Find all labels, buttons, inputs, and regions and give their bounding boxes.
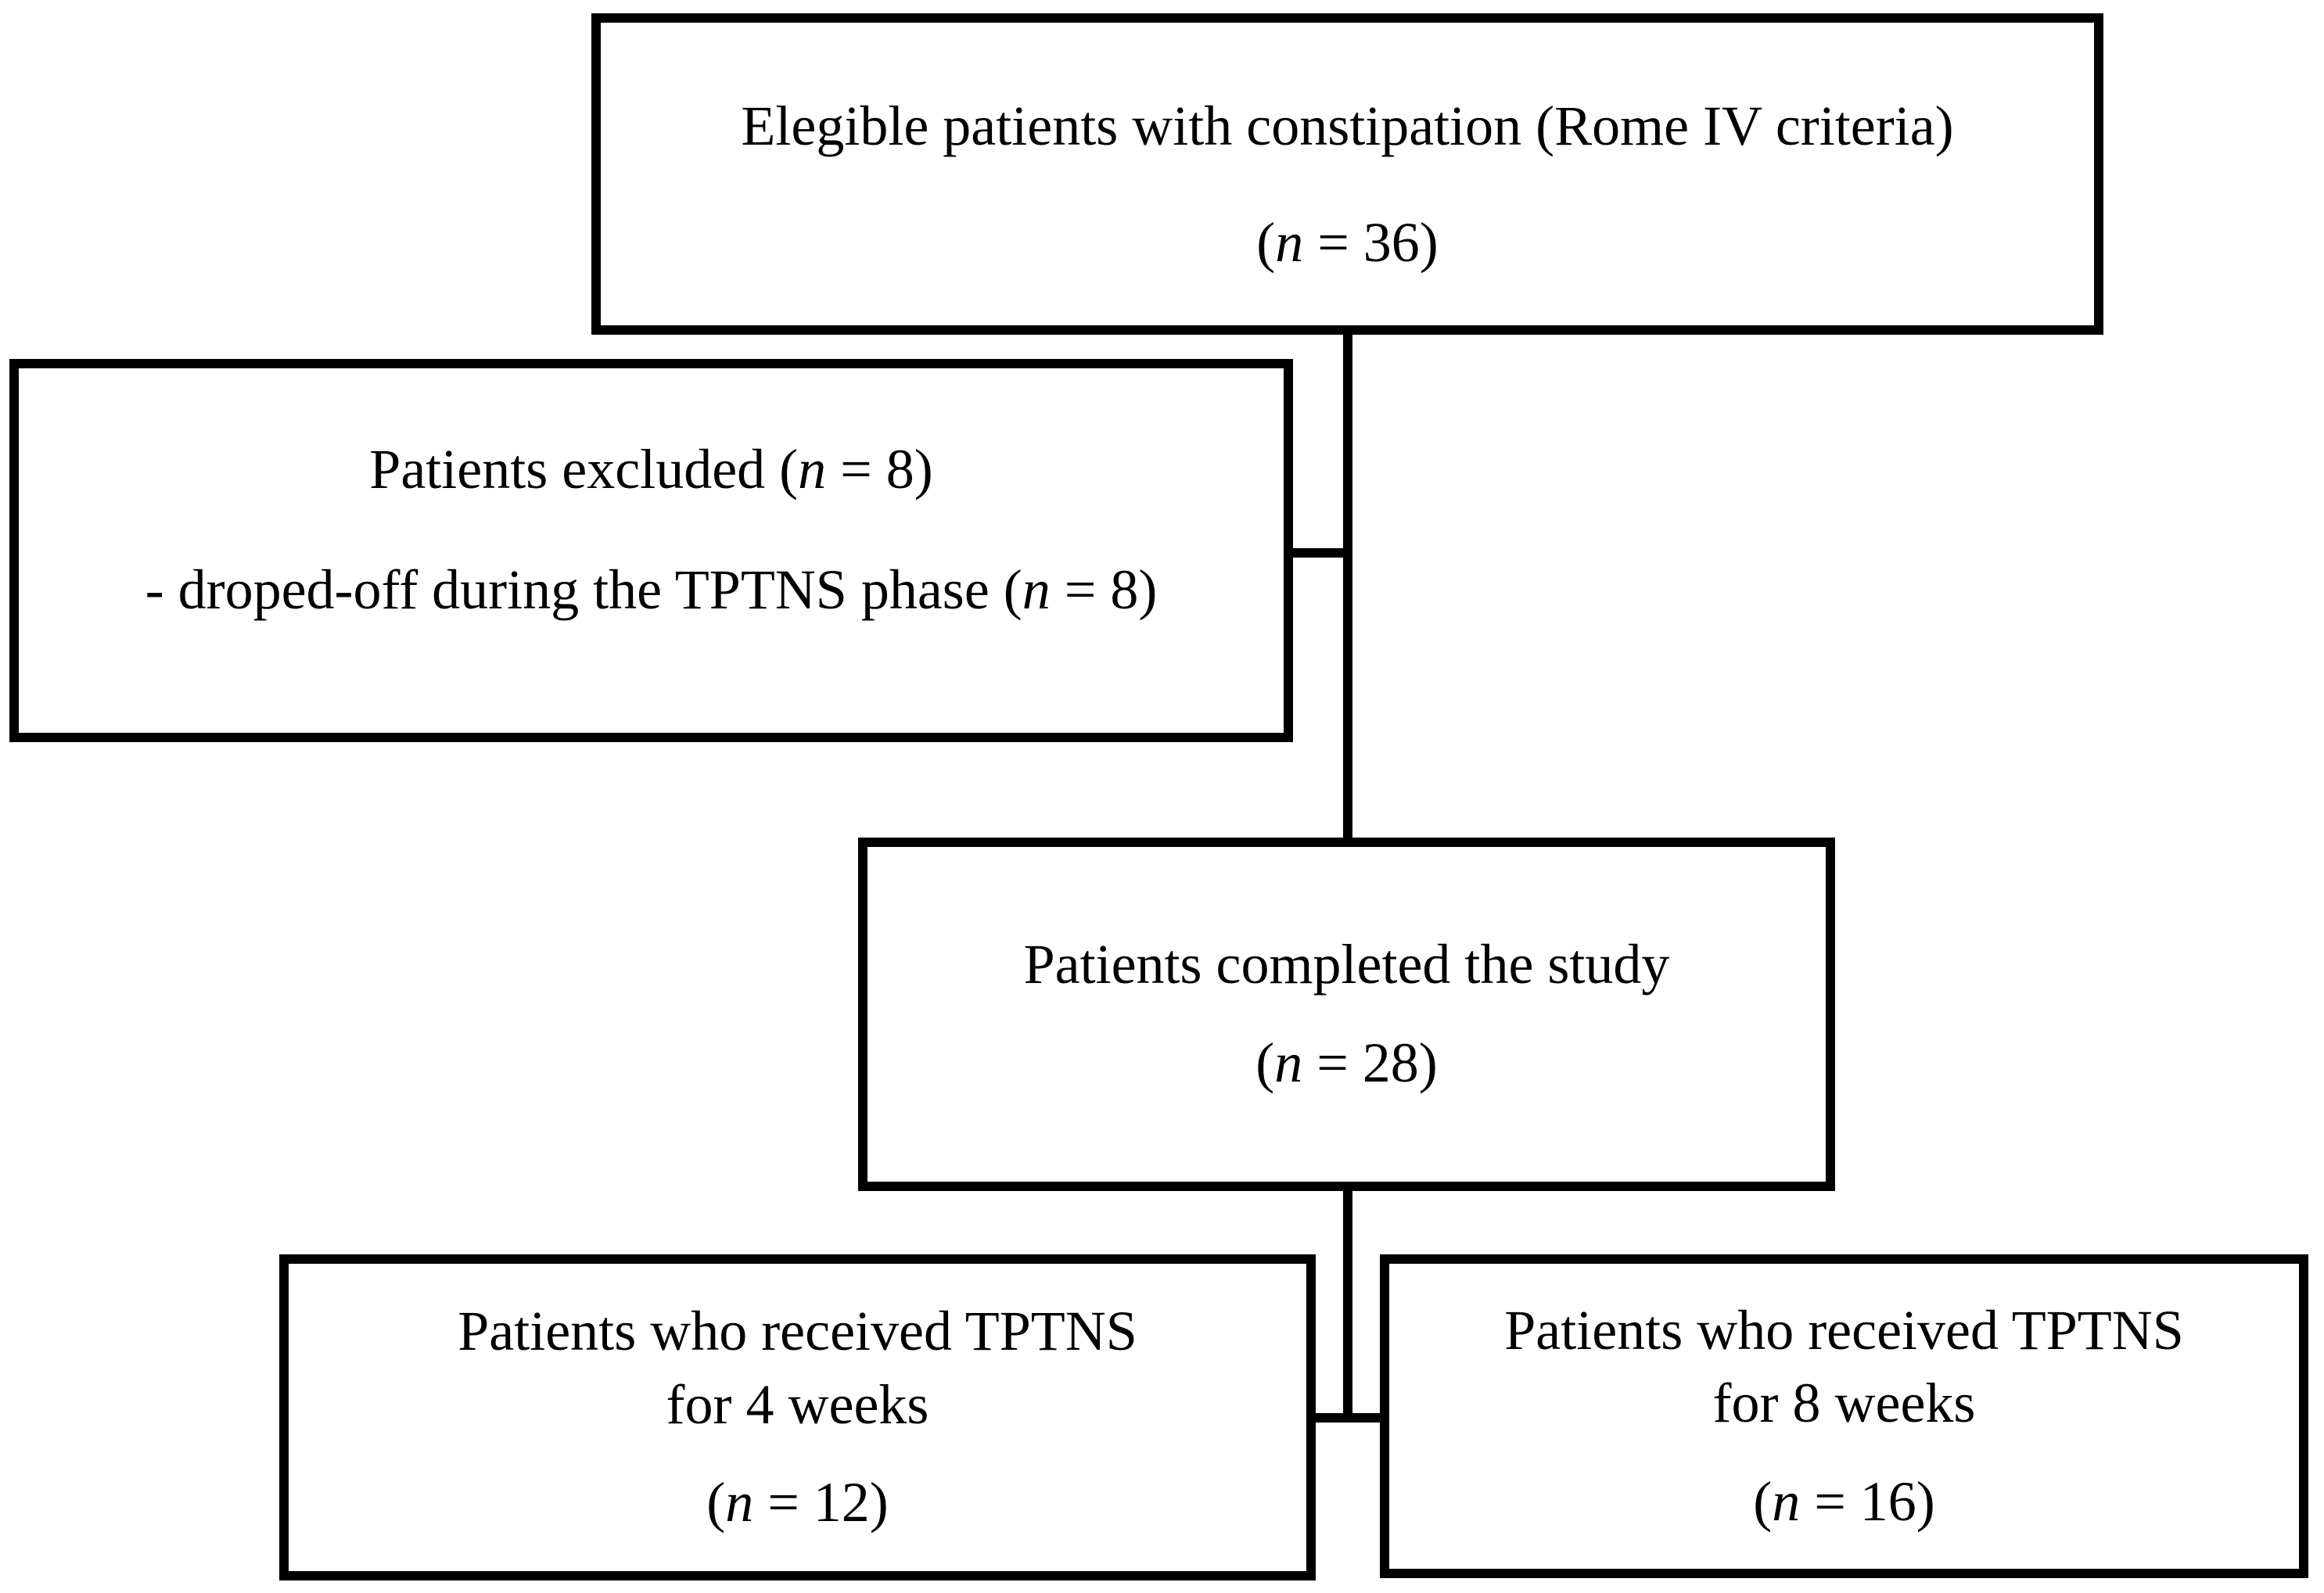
excluded-reason-text: - droped-off during the TPTNS phase ( <box>145 558 1022 621</box>
eligible-count-open: ( <box>1256 211 1276 274</box>
box-eligible-patients: Elegible patients with constipation (Rom… <box>591 13 2103 335</box>
tptns8-count-open: ( <box>1753 1469 1773 1533</box>
box-tptns-4-weeks: Patients who received TPTNS for 4 weeks … <box>279 1254 1316 1580</box>
completed-title: Patients completed the study <box>1023 933 1670 996</box>
tptns4-count-open: ( <box>706 1471 726 1534</box>
excluded-title-value: = 8) <box>826 438 933 501</box>
excluded-title-text: Patients excluded ( <box>369 438 799 501</box>
n-symbol: n <box>1022 558 1051 621</box>
eligible-count: (n = 36) <box>1256 206 1439 280</box>
tptns8-duration: for 8 weeks <box>1712 1372 1976 1435</box>
eligible-title: Elegible patients with constipation (Rom… <box>741 95 1954 158</box>
n-symbol: n <box>725 1471 754 1534</box>
tptns4-count-value: = 12) <box>753 1471 889 1534</box>
completed-count-open: ( <box>1255 1032 1275 1094</box>
tptns8-count: (n = 16) <box>1753 1466 1935 1539</box>
connector-completed-to-groups <box>1343 1191 1352 1423</box>
completed-count-value: = 28) <box>1302 1032 1438 1094</box>
connector-eligible-to-completed <box>1343 335 1352 838</box>
tptns8-count-value: = 16) <box>1800 1469 1935 1533</box>
connector-groups-branch <box>1309 1413 1386 1423</box>
n-symbol: n <box>1772 1469 1801 1533</box>
completed-count: (n = 28) <box>1255 1027 1438 1100</box>
tptns4-count: (n = 12) <box>706 1466 889 1540</box>
n-symbol: n <box>1274 1032 1303 1094</box>
box-tptns-8-weeks: Patients who received TPTNS for 8 weeks … <box>1380 1254 2308 1578</box>
excluded-title: Patients excluded (n = 8) <box>369 433 932 507</box>
box-excluded-patients: Patients excluded (n = 8) - droped-off d… <box>9 359 1293 742</box>
excluded-reason: - droped-off during the TPTNS phase (n =… <box>145 554 1158 627</box>
box-completed-study: Patients completed the study (n = 28) <box>858 838 1835 1191</box>
n-symbol: n <box>798 438 827 501</box>
n-symbol: n <box>1275 211 1304 274</box>
connector-excluded-branch <box>1287 548 1352 558</box>
tptns4-title: Patients who received TPTNS <box>458 1300 1137 1363</box>
tptns8-title: Patients who received TPTNS <box>1504 1298 2184 1362</box>
excluded-reason-value: = 8) <box>1050 558 1158 621</box>
eligible-count-value: = 36) <box>1303 211 1439 274</box>
tptns4-duration: for 4 weeks <box>666 1372 929 1436</box>
